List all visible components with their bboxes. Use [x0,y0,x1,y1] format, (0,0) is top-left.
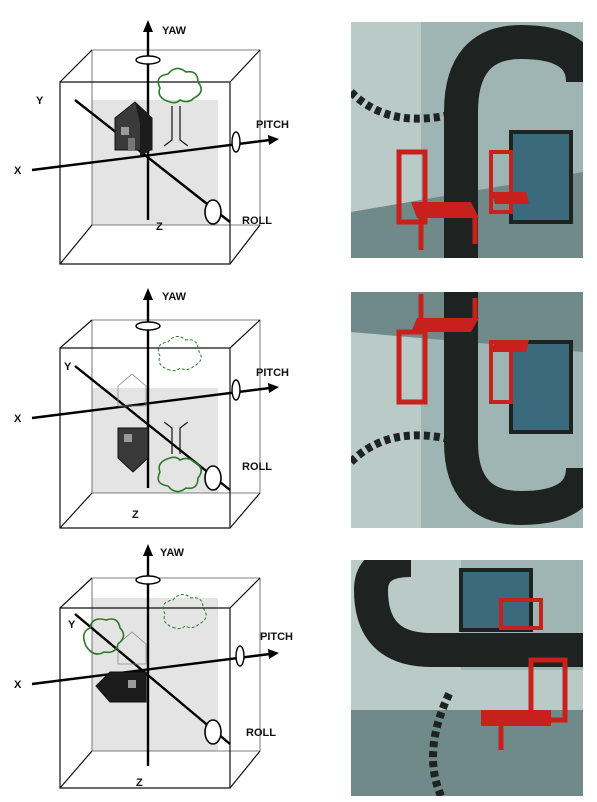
z-label: Z [156,221,163,233]
roll-label: ROLL [242,461,272,473]
tree-icon [82,618,125,655]
house-icon [114,101,153,156]
cube-diagram-pitched: YAW PITCH ROLL X Y Z [14,544,293,789]
house-outline-icon [117,373,147,407]
red-chair-icon [396,149,479,250]
pitch-rotation-icon [235,645,245,667]
roll-rotation-icon [204,199,222,225]
x-axis [31,138,271,172]
y-label: Y [64,361,72,373]
red-chair-icon [489,150,529,214]
chair-scene-pitched [351,560,583,796]
yaw-label: YAW [162,291,187,303]
y-label: Y [68,619,76,631]
x-axis [31,652,271,686]
roll-axis [74,613,231,745]
red-chair-icon [396,294,479,405]
x-label: X [14,413,22,425]
z-label: Z [136,777,143,789]
diagram-row-1: YAW PITCH ROLL X Y Z [0,10,330,276]
roll-rotation-icon [204,465,222,491]
photo-row-2 [351,292,583,528]
yaw-rotation-icon [135,321,161,331]
roll-label: ROLL [246,727,276,739]
house-outline-icon [117,631,147,665]
tree-icon [157,421,202,493]
photo-row-1 [351,22,583,258]
photo-row-3 [351,560,583,796]
yaw-rotation-icon [135,55,161,65]
house-icon [117,427,149,473]
x-label: X [14,165,22,177]
tree-outline-icon [157,336,202,372]
roll-axis [74,99,231,223]
red-chair-icon [489,340,529,404]
pitch-label: PITCH [260,631,293,643]
x-axis [31,386,271,420]
yaw-rotation-icon [135,575,161,585]
roll-axis [74,365,231,491]
pitch-label: PITCH [256,367,289,379]
diagram-row-3: YAW PITCH ROLL X Y Z [0,536,330,802]
z-label: Z [132,509,139,521]
cube-diagram-rolled: YAW PITCH ROLL X Y Z [14,288,289,529]
yaw-label: YAW [162,25,187,37]
red-chair-icon [499,598,543,630]
cube-diagram-upright: YAW PITCH ROLL X Y Z [14,20,289,265]
roll-label: ROLL [242,215,272,227]
chair-scene-rolled [351,292,583,528]
pitch-rotation-icon [231,131,241,153]
x-label: X [14,679,22,691]
pitch-label: PITCH [256,119,289,131]
house-icon [95,671,147,703]
chair-scene-upright [351,22,583,258]
roll-rotation-icon [204,719,222,745]
tree-icon [157,67,202,147]
y-label: Y [36,95,44,107]
yaw-label: YAW [160,547,185,559]
diagram-row-2: YAW PITCH ROLL X Y Z [0,278,330,544]
pitch-rotation-icon [231,379,241,401]
red-chair-icon [481,657,568,750]
tree-outline-icon [162,594,207,630]
